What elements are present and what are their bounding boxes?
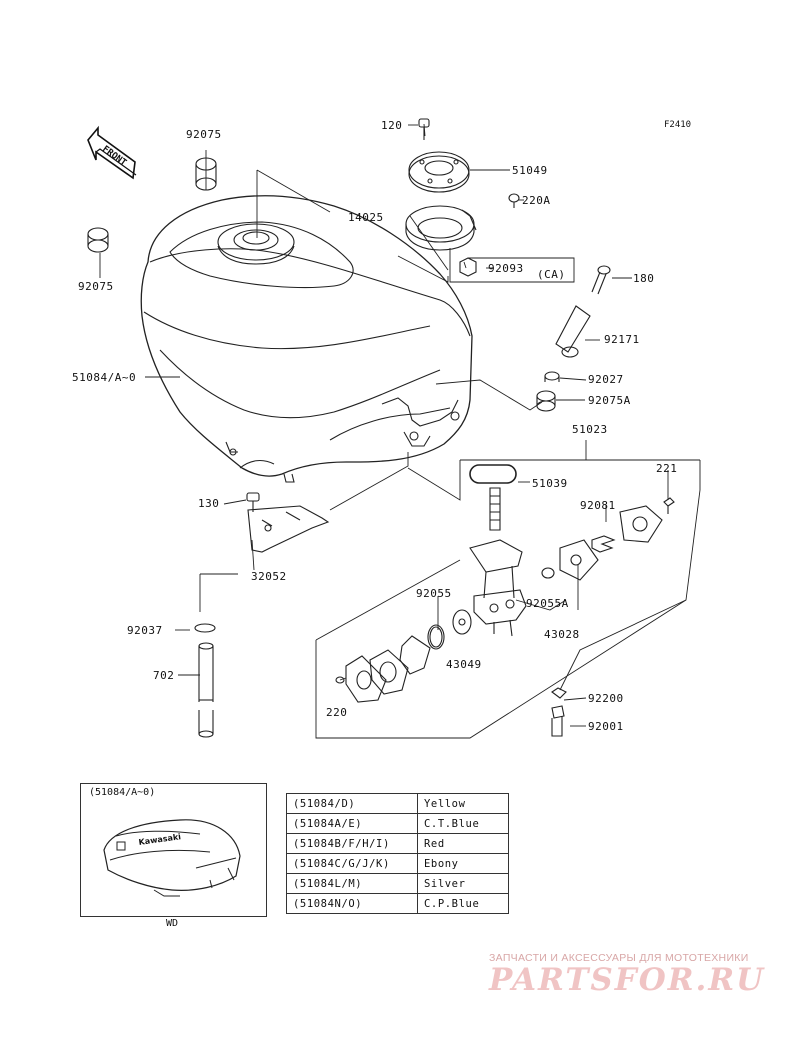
- damper-92075-left-icon: [87, 227, 109, 253]
- damper-92075-icon: [195, 157, 217, 191]
- part-label-92001: 92001: [588, 720, 624, 733]
- color-table: (51084/D)Yellow (51084A/E)C.T.Blue (5108…: [286, 793, 509, 914]
- filler-cap-icon: [408, 151, 470, 193]
- fuel-cock-body-icon: [469, 539, 527, 637]
- part-label-92171: 92171: [604, 333, 640, 346]
- table-row: (51084C/G/J/K)Ebony: [286, 853, 509, 874]
- clip-92037-icon: [194, 623, 216, 633]
- watermark-tagline: ЗАПЧАСТИ И АКСЕССУАРЫ ДЛЯ МОТОТЕХНИКИ: [489, 952, 749, 964]
- inset-title: (51084/A~0): [89, 787, 156, 798]
- cover-92081-icon: [619, 505, 663, 543]
- leader-lines: [99, 123, 701, 739]
- spring-icon: [591, 535, 616, 553]
- damper-92075a-icon: [536, 390, 556, 412]
- table-row: (51084A/E)C.T.Blue: [286, 813, 509, 834]
- screw-221-icon: [663, 497, 675, 514]
- part-label-92055a: 92055A: [526, 597, 569, 610]
- part-label-92093: 92093: [488, 262, 524, 275]
- part-label-14025: 14025: [348, 211, 384, 224]
- part-label-92075a: 92075A: [588, 394, 631, 407]
- screw-220a-icon: [508, 193, 520, 208]
- table-row: (51084B/F/H/I)Red: [286, 833, 509, 854]
- part-label-32052: 32052: [251, 570, 287, 583]
- inset-panel: (51084/A~0): [80, 783, 267, 917]
- part-label-51039: 51039: [532, 477, 568, 490]
- part-label-ca: (CA): [537, 268, 566, 281]
- hose-702-icon: [198, 642, 214, 738]
- bolt-92001-icon: [551, 705, 565, 737]
- strainer-icon: [489, 487, 501, 531]
- part-label-180: 180: [633, 272, 655, 285]
- screw-220-icon: [335, 676, 345, 684]
- part-label-92075-left: 92075: [78, 280, 114, 293]
- part-label-92075-top: 92075: [186, 128, 222, 141]
- part-label-92037: 92037: [127, 624, 163, 637]
- gasket-51039-icon: [469, 464, 517, 484]
- fuel-tank: [140, 195, 473, 483]
- lever-icon: [399, 635, 431, 675]
- table-row: (51084L/M)Silver: [286, 873, 509, 894]
- color-cell: Ebony: [417, 853, 509, 874]
- cap-base-icon: [405, 205, 477, 251]
- nut-92093-icon: [459, 257, 477, 277]
- part-label-702: 702: [153, 669, 175, 682]
- inset-tank-drawing: Kawasaki: [103, 819, 241, 897]
- model-cell: (51084C/G/J/K): [286, 853, 418, 874]
- part-label-43028: 43028: [544, 628, 580, 641]
- model-cell: (51084A/E): [286, 813, 418, 834]
- part-label-220a: 220A: [522, 194, 551, 207]
- inset-caption: WD: [166, 918, 179, 929]
- screw-120-icon: [418, 118, 430, 140]
- model-cell: (51084L/M): [286, 873, 418, 894]
- color-cell: Red: [417, 833, 509, 854]
- bolt-180-icon: [591, 265, 611, 295]
- table-row: (51084N/O)C.P.Blue: [286, 893, 509, 914]
- part-label-220: 220: [326, 706, 348, 719]
- oring-92055-icon: [427, 624, 445, 650]
- model-cell: (51084N/O): [286, 893, 418, 914]
- washer-92200-icon: [551, 687, 567, 699]
- part-label-221: 221: [656, 462, 678, 475]
- part-label-51049: 51049: [512, 164, 548, 177]
- diagram-code: F2410: [664, 120, 692, 130]
- front-arrow-icon: FRONT: [87, 125, 137, 180]
- plate-icon: [369, 649, 409, 695]
- table-row: (51084/D)Yellow: [286, 793, 509, 814]
- model-cell: (51084/D): [286, 793, 418, 814]
- color-cell: C.T.Blue: [417, 813, 509, 834]
- part-label-92081: 92081: [580, 499, 616, 512]
- part-label-92027: 92027: [588, 373, 624, 386]
- part-label-92200: 92200: [588, 692, 624, 705]
- valve-43049-icon: [452, 609, 472, 635]
- watermark-logo[interactable]: PARTSFOR.RU: [489, 962, 766, 998]
- oring-92055a-icon: [541, 567, 555, 579]
- part-label-43049: 43049: [446, 658, 482, 671]
- part-label-51084: 51084/A~0: [72, 371, 137, 384]
- color-cell: Yellow: [417, 793, 509, 814]
- color-cell: Silver: [417, 873, 509, 894]
- collar-92027-icon: [544, 371, 560, 382]
- diaphragm-43028-icon: [559, 539, 599, 581]
- gasket-plate-icon: [345, 655, 387, 703]
- part-label-130: 130: [198, 497, 220, 510]
- part-label-120: 120: [381, 119, 403, 132]
- model-cell: (51084B/F/H/I): [286, 833, 418, 854]
- bracket-32052-icon: [247, 505, 330, 553]
- part-label-92055: 92055: [416, 587, 452, 600]
- damper-92171-icon: [555, 305, 591, 358]
- part-label-51023: 51023: [572, 423, 608, 436]
- color-cell: C.P.Blue: [417, 893, 509, 914]
